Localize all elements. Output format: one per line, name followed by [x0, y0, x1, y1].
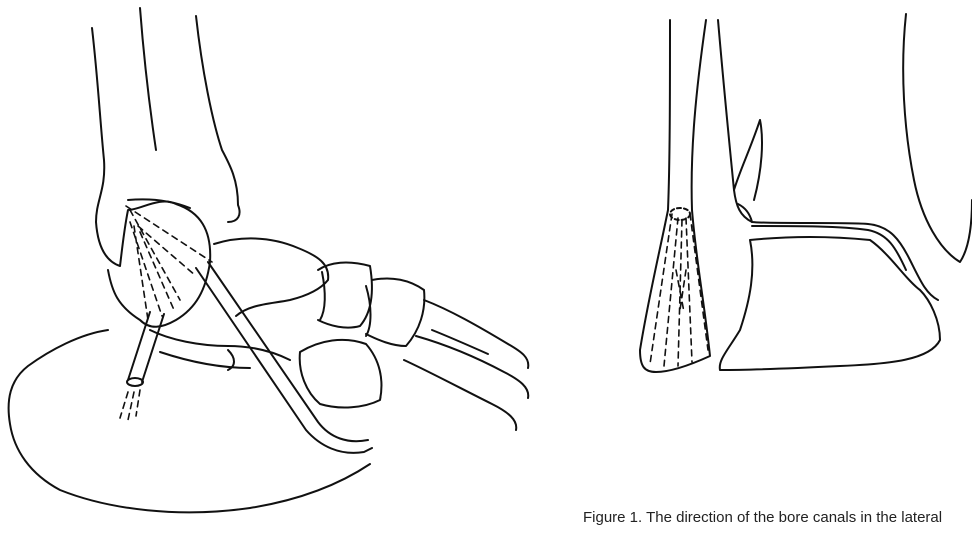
lateral-malleolus [96, 202, 210, 327]
cuboid [300, 340, 382, 408]
bore-entry [670, 208, 690, 220]
fibula-outline [92, 28, 104, 222]
bore-canal-opening [127, 378, 143, 386]
talus-frontal [720, 237, 940, 370]
drill-paths-frontal [650, 214, 708, 366]
calcaneus [9, 330, 370, 512]
fibula-shaft [640, 20, 710, 372]
navicular [318, 263, 372, 328]
tibia-outline [196, 16, 240, 222]
talus [214, 238, 328, 316]
drill-paths [120, 206, 212, 420]
figure-caption: Figure 1. The direction of the bore cana… [583, 509, 942, 526]
joint-line [752, 226, 906, 270]
tibia-shaft [718, 20, 938, 300]
frontal-ankle-illustration [600, 0, 972, 400]
lateral-foot-illustration [0, 0, 560, 536]
syndesmosis [734, 120, 762, 200]
bore-canal-long [196, 268, 372, 453]
